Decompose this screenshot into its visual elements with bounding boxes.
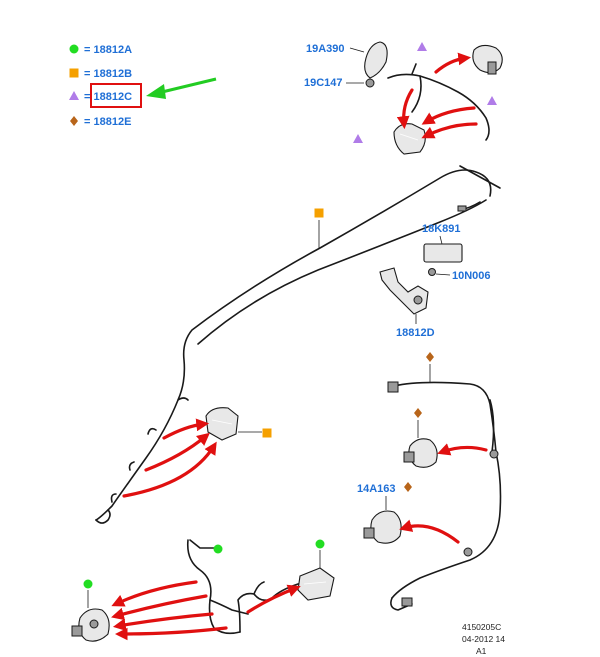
diamond-marker-1-icon xyxy=(426,352,434,362)
circle-marker-1-icon xyxy=(213,544,223,554)
footer-code: 4150205C xyxy=(462,622,501,632)
arrow-4 xyxy=(421,122,478,139)
circle-marker-3-icon xyxy=(83,579,93,589)
arrow-2 xyxy=(396,88,414,130)
sensor-top-right xyxy=(472,44,503,75)
label-19c147: 19C147 xyxy=(304,77,343,89)
arrow-3 xyxy=(421,106,476,125)
legend-label-18812e: = 18812E xyxy=(84,116,131,128)
module-cluster: 18K891 10N006 18812D xyxy=(379,223,491,339)
drawing-footer: 4150205C 04-2012 14 A1 xyxy=(462,622,505,656)
label-14a163: 14A163 xyxy=(357,483,396,495)
label-18k891: 18K891 xyxy=(422,223,461,235)
part-19c147 xyxy=(365,78,375,88)
square-marker-bracket-icon xyxy=(262,428,272,438)
sensor-bottom-left xyxy=(71,608,110,642)
right-lower-harness: 14A163 xyxy=(357,352,502,611)
footer-revision: A1 xyxy=(476,646,487,656)
arrow-6 xyxy=(144,432,210,472)
triangle-marker-3-icon xyxy=(353,134,363,143)
circle-marker-2-icon xyxy=(315,539,325,549)
connector-bottom-right xyxy=(297,567,335,601)
arrow-14 xyxy=(114,626,228,641)
part-18812d xyxy=(379,267,429,315)
triangle-marker-1-icon xyxy=(417,42,427,51)
arrow-13 xyxy=(112,612,214,632)
arrow-11 xyxy=(111,580,198,607)
green-pointer-arrow-icon xyxy=(146,77,217,99)
legend-circle-icon xyxy=(69,44,79,54)
legend-square-icon xyxy=(69,68,79,78)
legend-label-18812b: = 18812B xyxy=(84,68,132,80)
arrow-9 xyxy=(399,519,460,544)
legend-label-18812c: = 18812C xyxy=(84,91,132,103)
top-right-cluster: 19A390 19C147 xyxy=(304,41,503,155)
part-19a390 xyxy=(364,41,388,79)
triangle-marker-2-icon xyxy=(487,96,497,105)
arrow-7 xyxy=(122,441,217,498)
bottom-left-harness xyxy=(71,539,335,642)
legend-label-18812a: = 18812A xyxy=(84,44,132,56)
main-harness xyxy=(95,165,501,524)
arrow-12 xyxy=(111,594,208,621)
diamond-marker-3-icon xyxy=(404,482,412,492)
part-10n006 xyxy=(428,268,436,276)
label-18812d: 18812D xyxy=(396,327,435,339)
square-marker-harness-icon xyxy=(314,208,324,218)
legend-highlight-box xyxy=(90,83,142,108)
arrow-5 xyxy=(162,418,210,440)
bracket-part-top xyxy=(393,123,426,155)
diamond-marker-2-icon xyxy=(414,408,422,418)
label-19a390: 19A390 xyxy=(306,43,345,55)
sensor-mid-right xyxy=(403,438,438,468)
legend: = 18812A = 18812B = 18812C = 18812E xyxy=(69,44,217,128)
arrow-8 xyxy=(437,443,488,456)
part-14a163 xyxy=(363,510,402,544)
arrow-1 xyxy=(434,52,472,74)
bracket-part-middle xyxy=(205,407,239,441)
arrow-10 xyxy=(246,584,301,614)
footer-date: 04-2012 14 xyxy=(462,634,505,644)
part-18k891 xyxy=(423,243,463,263)
legend-diamond-icon xyxy=(70,116,78,126)
legend-triangle-icon xyxy=(69,91,79,100)
label-10n006: 10N006 xyxy=(452,270,491,282)
